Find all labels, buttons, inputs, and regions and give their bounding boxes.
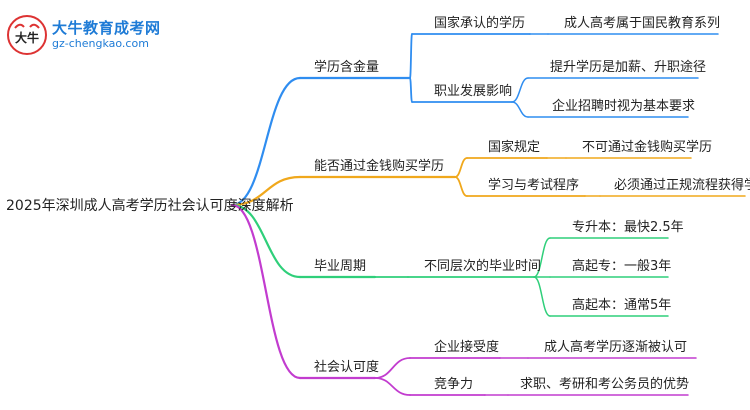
- subtopic: 国家承认的学历: [434, 16, 526, 31]
- subtopic-connector: [374, 357, 411, 379]
- subtopic-connector: [374, 377, 411, 396]
- branch-topic: 社会认可度: [314, 360, 380, 375]
- leaf-connector: [511, 77, 529, 103]
- subtopic: 竞争力: [434, 377, 474, 392]
- subtopic: 国家规定: [488, 140, 541, 155]
- subtopic-connector: [454, 157, 468, 178]
- leaf-topic: 必须通过正规流程获得学历: [614, 178, 750, 193]
- leaf-connector: [533, 276, 551, 317]
- branch-topic: 学历含金量: [314, 60, 380, 75]
- branch-topic: 毕业周期: [314, 259, 367, 274]
- logo: 大牛 大牛教育成考网 gz-chengkao.com: [6, 14, 176, 56]
- leaf-topic: 求职、考研和考公务员的优势: [520, 377, 690, 392]
- branch-connector: [230, 175, 302, 207]
- subtopic: 学习与考试程序: [488, 178, 580, 193]
- subtopic-connector: [454, 176, 468, 197]
- leaf-topic: 成人高考学历逐渐被认可: [544, 340, 688, 355]
- branch-connector: [230, 203, 302, 279]
- logo-mark-text: 大牛: [15, 30, 39, 45]
- branch-connector: [230, 76, 302, 207]
- branch-topic: 能否通过金钱购买学历: [314, 159, 445, 174]
- leaf-topic: 成人高考属于国民教育系列: [564, 16, 721, 31]
- logo-title: 大牛教育成考网: [52, 19, 161, 37]
- leaf-connector: [533, 237, 551, 278]
- subtopic-connector: [409, 77, 413, 103]
- subtopic: 企业接受度: [434, 340, 500, 355]
- leaf-topic: 不可通过金钱购买学历: [582, 140, 713, 155]
- leaf-topic: 企业招聘时视为基本要求: [552, 99, 696, 114]
- logo-url: gz-chengkao.com: [52, 37, 149, 50]
- root-topic: 2025年深圳成人高考学历社会认可度深度解析: [6, 198, 294, 214]
- subtopic: 不同层次的毕业时间: [424, 259, 542, 274]
- subtopic-connector: [409, 33, 413, 79]
- leaf-topic: 高起本：通常5年: [572, 298, 672, 313]
- branch-connector: [230, 203, 302, 380]
- leaf-topic: 提升学历是加薪、升职途径: [550, 60, 707, 75]
- subtopic: 职业发展影响: [434, 84, 513, 99]
- leaf-topic: 高起专：一般3年: [572, 259, 672, 274]
- bull-logo-icon: 大牛: [7, 15, 47, 55]
- leaf-topic: 专升本：最快2.5年: [572, 220, 684, 235]
- leaf-connector: [511, 101, 529, 118]
